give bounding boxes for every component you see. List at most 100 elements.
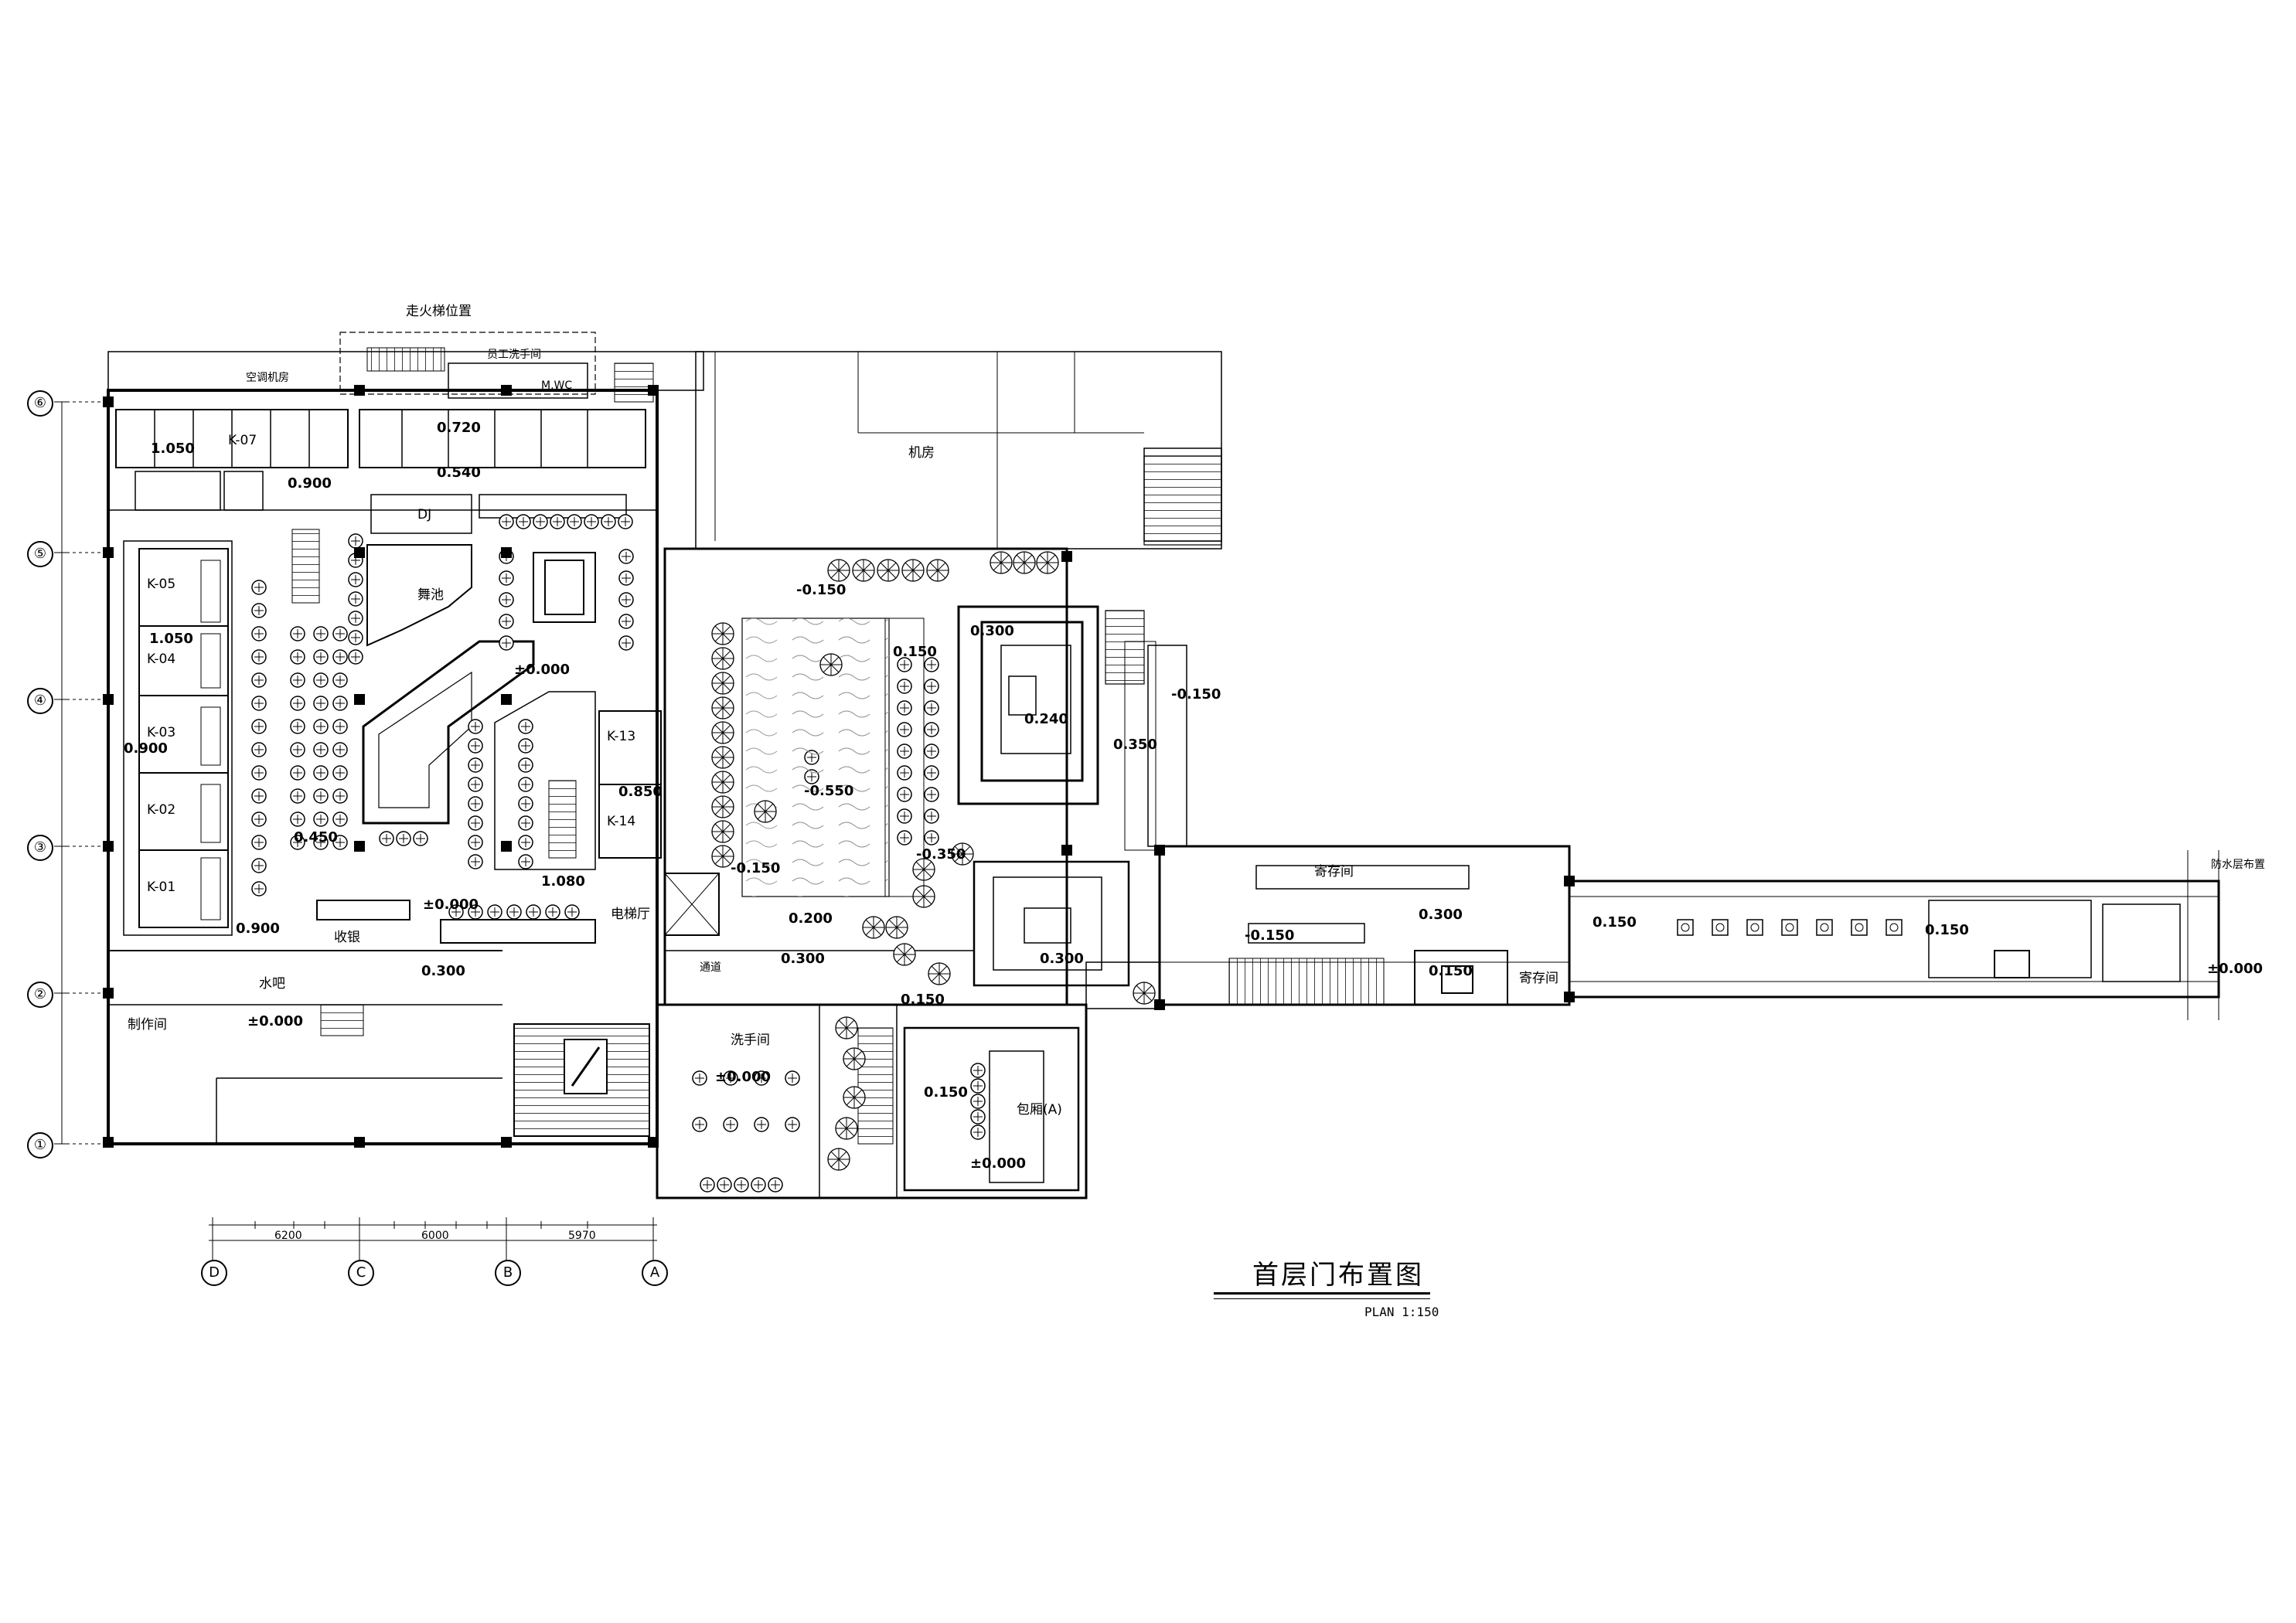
- level-12: 1.080: [541, 873, 585, 890]
- level-34: 0.150: [1593, 914, 1637, 931]
- axis-row-5: ⑤: [27, 541, 53, 567]
- booth-seat: [251, 858, 267, 873]
- plant: [711, 647, 734, 670]
- ceiling-light-lens: [1681, 923, 1690, 932]
- label-water-bar: 水吧: [259, 976, 285, 992]
- level-22: -0.350: [916, 846, 966, 863]
- bar-stool: [396, 831, 411, 846]
- label-elevator: 电梯厅: [611, 907, 650, 922]
- table-seat: [313, 626, 329, 641]
- level-14: ±0.000: [247, 1013, 304, 1029]
- booth-seat: [251, 742, 267, 757]
- drawing-title: 首层门布置图: [1252, 1260, 1424, 1291]
- lounge-seat: [618, 635, 634, 651]
- washroom-seat: [785, 1117, 800, 1132]
- dim-b-a: 5970: [568, 1230, 596, 1242]
- table-seat: [313, 696, 329, 711]
- title-underline-thin: [1214, 1298, 1430, 1299]
- stair-bottom-left: [320, 1004, 364, 1036]
- washroom-seat: [692, 1070, 707, 1086]
- table-seat: [332, 812, 348, 827]
- booth-seat: [251, 765, 267, 781]
- fire-stair-top: [366, 347, 445, 372]
- label-k14: K-14: [607, 814, 636, 829]
- booth-seat: [251, 603, 267, 618]
- level-1: 1.050: [151, 441, 195, 457]
- bar-stool: [550, 514, 565, 529]
- plant: [893, 943, 916, 966]
- axis-row-2: ②: [27, 982, 53, 1008]
- axis-row-4: ④: [27, 688, 53, 714]
- label-ac-room: 空调机房: [246, 372, 289, 384]
- plant: [835, 1117, 858, 1140]
- lounge-seat: [618, 570, 634, 586]
- center-block-walls: [663, 351, 1222, 1006]
- level-21: -0.150: [1171, 686, 1221, 703]
- center-lower-walls: [656, 961, 1160, 1199]
- washroom-seat: [692, 1117, 707, 1132]
- washroom-seat: [768, 1177, 783, 1193]
- drawing-scale: PLAN 1:150: [1364, 1305, 1439, 1319]
- center-seat: [924, 700, 939, 716]
- bar-stool: [518, 835, 533, 850]
- level-35: 0.150: [1925, 922, 1969, 938]
- plant: [843, 1086, 866, 1109]
- table-seat: [313, 649, 329, 665]
- level-10: ±0.000: [514, 662, 571, 678]
- level-13: 0.300: [421, 963, 465, 979]
- label-k13: K-13: [607, 729, 636, 744]
- plant: [819, 653, 843, 676]
- structural-column: [103, 694, 114, 705]
- stair-top-right: [614, 362, 654, 403]
- center-seat: [897, 787, 912, 802]
- level-23: -0.150: [731, 860, 781, 876]
- label-dj: DJ: [417, 507, 432, 522]
- plant: [711, 795, 734, 818]
- axis-col-b: B: [495, 1260, 521, 1286]
- table-seat: [332, 649, 348, 665]
- plant: [901, 559, 925, 582]
- label-waterproof: 防水层布置: [2211, 859, 2265, 871]
- ceiling-light-lens: [1889, 923, 1899, 932]
- bar-stool: [567, 514, 582, 529]
- booth-seat: [251, 812, 267, 827]
- bar-area: [316, 544, 662, 944]
- level-8: 0.900: [236, 920, 280, 937]
- table-seat: [313, 672, 329, 688]
- level-30: 0.300: [1040, 951, 1084, 967]
- lounge-seat: [348, 591, 363, 607]
- plant: [754, 800, 777, 823]
- level-32: 0.300: [1419, 907, 1463, 923]
- plant: [711, 820, 734, 843]
- axis-row-1: ①: [27, 1132, 53, 1159]
- label-k05: K-05: [147, 577, 176, 592]
- structural-column: [501, 1137, 512, 1148]
- bar-stool: [618, 514, 633, 529]
- plant: [711, 672, 734, 695]
- table-seat: [313, 719, 329, 734]
- booth-seat: [251, 649, 267, 665]
- vip-seat: [970, 1078, 986, 1094]
- level-36: ±0.000: [2207, 961, 2264, 977]
- bar-stool: [518, 854, 533, 869]
- bar-stool: [413, 831, 428, 846]
- structural-column: [501, 841, 512, 852]
- bar-stool: [516, 514, 531, 529]
- bar-stool: [468, 835, 483, 850]
- ceiling-light-lens: [1785, 923, 1794, 932]
- axis-col-c: C: [348, 1260, 374, 1286]
- lounge-seat: [499, 570, 514, 586]
- label-storage-2: 寄存间: [1519, 971, 1558, 986]
- plant: [827, 1148, 850, 1171]
- bar-stool: [468, 796, 483, 812]
- level-6: 0.900: [124, 740, 168, 757]
- top-rooms: [115, 362, 646, 534]
- structural-column: [103, 1137, 114, 1148]
- washroom-seat: [717, 1177, 732, 1193]
- axis-col-d: D: [201, 1260, 227, 1286]
- level-19: -0.550: [804, 783, 854, 799]
- center-seat: [924, 830, 939, 846]
- structural-column: [501, 547, 512, 558]
- center-seat: [897, 808, 912, 824]
